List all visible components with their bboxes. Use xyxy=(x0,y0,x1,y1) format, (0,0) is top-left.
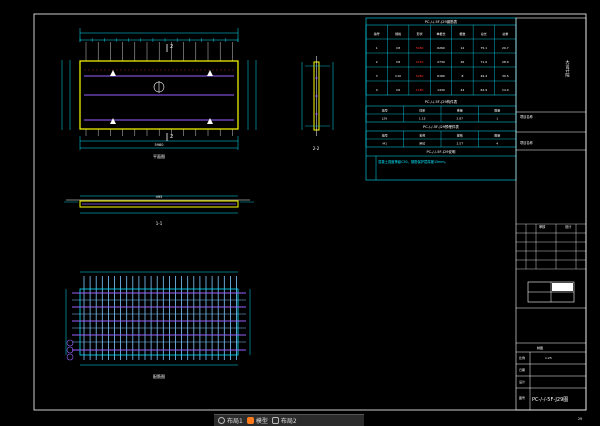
table-header-cell: 编号 xyxy=(382,133,388,138)
table-cell: 2450 xyxy=(416,60,424,64)
table-cell: 71.0 xyxy=(481,60,488,64)
table-cell: 1430 xyxy=(437,88,445,92)
table-header-cell: 规格 xyxy=(457,133,463,138)
table-header-cell: 体积 xyxy=(419,108,425,113)
table-header-cell: 单根长 xyxy=(436,31,445,36)
table-header-cell: 总重 xyxy=(502,31,508,36)
table1-title: PC-/-/-5F-J29钢筋表 xyxy=(425,19,458,24)
table4-note: 混凝土强度等级C30，钢筋保护层厚度15mm。 xyxy=(378,159,448,164)
table-header-cell: 编号 xyxy=(374,31,380,36)
table-header-cell: 数量 xyxy=(494,133,500,138)
table-cell: 4 xyxy=(376,88,378,92)
callout-circle-2 xyxy=(66,346,74,354)
table-cell: 5980 xyxy=(416,74,424,78)
table4-title: PC-/-/-5F-J29说明 xyxy=(427,149,456,154)
table-cell: 吊钉 xyxy=(419,141,425,146)
table-header-cell: 规格 xyxy=(395,31,401,36)
table-cell: M1 xyxy=(383,142,388,146)
table-cell: 14.0 xyxy=(502,88,509,92)
table-cell: C8 xyxy=(396,46,400,50)
table-cell: 1280 xyxy=(416,88,424,92)
table-cell: 26 xyxy=(461,60,465,64)
tab-layout2-label: 布局2 xyxy=(280,418,297,425)
model-icon xyxy=(246,417,254,424)
scale-label: 比例 xyxy=(519,355,525,360)
table-cell: 4 xyxy=(496,142,498,146)
plan-view-label: 平面图 xyxy=(153,153,165,159)
table-cell: 2 xyxy=(376,60,378,64)
table-cell: C10 xyxy=(395,74,401,78)
table-header-cell: 形状 xyxy=(417,31,423,36)
elevation-top-dim: 495 xyxy=(156,195,163,199)
layout-icon xyxy=(218,417,225,424)
tab-model-label: 模型 xyxy=(255,418,268,425)
project-label-2: 项目名称 xyxy=(520,140,534,145)
table-cell: 62.9 xyxy=(481,88,488,92)
design-label: 设计 xyxy=(565,224,572,229)
table-header-cell: 总长 xyxy=(481,31,487,36)
title-block[interactable]: 大设计院 项目名称 项目名称 审核 设计 制图 比例 1:25 日期 设计 图号… xyxy=(515,17,587,421)
design-label-2: 设计 xyxy=(519,379,525,384)
sheet-number: 29 xyxy=(578,417,582,421)
table-cell: 12 xyxy=(461,46,465,50)
elevation-view[interactable]: 495 1-1 xyxy=(64,195,254,226)
table-header-cell: 名称 xyxy=(419,133,425,138)
table-cell: 1.15 xyxy=(419,117,426,121)
table3-title: PC-/-/-5F-J29预埋件表 xyxy=(423,124,459,129)
project-label: 项目名称 xyxy=(520,114,534,119)
table-cell: C6 xyxy=(396,88,400,92)
elevation-view-label: 1-1 xyxy=(156,221,163,226)
table-header-cell: 根数 xyxy=(459,31,465,36)
table-header-cell: 编号 xyxy=(382,108,388,113)
date-label: 日期 xyxy=(519,367,525,372)
tab-layout2[interactable]: 布局2 xyxy=(271,416,297,425)
plan-view[interactable]: 2 2 5980 平面图 xyxy=(61,28,257,159)
table-cell: 49.4 xyxy=(481,74,488,78)
rebar-plan-view[interactable]: 配筋图 xyxy=(65,271,251,379)
table-header-cell: 数量 xyxy=(494,108,500,113)
rebar-view-label: 配筋图 xyxy=(153,373,165,379)
table-cell: 2.87 xyxy=(456,117,463,121)
table-cell: 75.1 xyxy=(481,46,488,50)
table-cell: J29 xyxy=(381,117,387,121)
check-label: 审核 xyxy=(539,224,546,229)
tab-layout1[interactable]: 布局1 xyxy=(218,416,243,425)
plan-overall-dim: 5980 xyxy=(155,143,164,147)
drawn-label: 制图 xyxy=(537,345,543,350)
table-cell: 2.5T xyxy=(456,142,463,146)
side-view-label: 2-2 xyxy=(313,146,320,151)
drawing-number: PC-/-/-5F-J29图 xyxy=(532,397,568,403)
table-cell: 6180 xyxy=(437,74,445,78)
table-cell: 30.5 xyxy=(502,74,509,78)
table-cell: 6260 xyxy=(437,46,445,50)
table-header-cell: 重量 xyxy=(457,108,463,113)
elevation-slab-outline xyxy=(79,200,239,208)
table-cell: 8 xyxy=(461,74,463,78)
edit-icon xyxy=(271,417,279,424)
layout-tab-bar: 布局1 模型 布局2 xyxy=(214,414,364,426)
table-cell: 3 xyxy=(376,74,378,78)
company-name: 大设计院 xyxy=(565,59,571,79)
drawing-no-label: 图号 xyxy=(519,395,525,400)
table-cell: 5980 xyxy=(416,46,424,50)
section-mark-top: 2 xyxy=(170,44,173,50)
table-cell: 29.7 xyxy=(502,46,509,50)
callout-circle-3 xyxy=(66,353,74,361)
table-cell: 2730 xyxy=(437,60,445,64)
table-cell: 28.0 xyxy=(502,60,509,64)
table-cell: 44 xyxy=(461,88,465,92)
side-section-view[interactable]: 2-2 xyxy=(301,56,334,151)
table2-title: PC-/-/-5F-J29构件表 xyxy=(425,99,458,104)
table-cell: 1 xyxy=(496,117,498,121)
tab-layout1-label: 布局1 xyxy=(227,418,243,425)
table-cell: 1 xyxy=(376,46,378,50)
scale-value: 1:25 xyxy=(545,356,552,360)
plan-slab-outline xyxy=(79,60,239,130)
callout-circle-1 xyxy=(66,339,74,347)
table-cell: C8 xyxy=(396,60,400,64)
tab-model[interactable]: 模型 xyxy=(246,416,268,425)
section-mark-bottom: 2 xyxy=(170,134,173,140)
